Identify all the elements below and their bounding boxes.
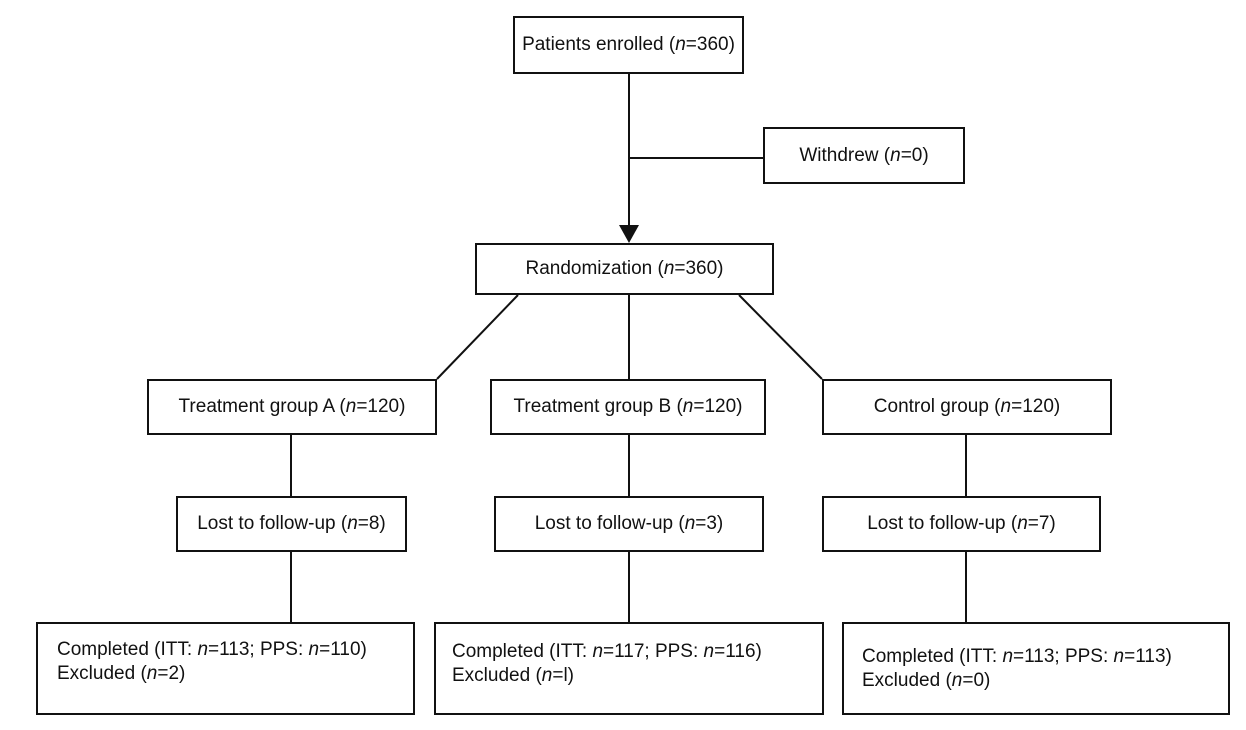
- n-symbol: n: [890, 144, 901, 166]
- excluded-control-count: =0): [962, 670, 991, 691]
- excluded-control-line: Excluded (n=0): [862, 669, 1228, 693]
- randomization-to-control-line: [738, 294, 823, 380]
- excluded-b-line: Excluded (n=l): [452, 664, 822, 688]
- randomization-count: =360): [674, 258, 724, 279]
- lost-control-box: Lost to follow-up (n=7): [822, 496, 1101, 552]
- excluded-b-label: Excluded (: [452, 665, 542, 686]
- lost-a-count: =8): [357, 513, 386, 534]
- lost-b-box: Lost to follow-up (n=3): [494, 496, 764, 552]
- randomization-label: Randomization (: [525, 258, 664, 279]
- n-symbol: n: [592, 641, 604, 662]
- enrolled-label: Patients enrolled (: [522, 34, 676, 55]
- completed-a-box: Completed (ITT: n=113; PPS: n=110) Exclu…: [36, 622, 415, 715]
- completed-control-line: Completed (ITT: n=113; PPS: n=113): [862, 645, 1228, 669]
- withdrew-label: Withdrew (: [799, 144, 891, 166]
- withdrew-count: =0): [900, 144, 929, 166]
- n-symbol: n: [703, 641, 715, 662]
- n-symbol: n: [675, 34, 686, 55]
- group-b-box: Treatment group B (n=120): [490, 379, 766, 435]
- randomization-box: Randomization (n=360): [475, 243, 774, 295]
- completed-control-pps: =113): [1124, 646, 1172, 667]
- lost-a-label: Lost to follow-up (: [197, 513, 348, 534]
- n-symbol: n: [1002, 646, 1014, 667]
- completed-control-label: Completed (ITT:: [862, 646, 1003, 667]
- group-b-count: =120): [693, 396, 743, 417]
- n-symbol: n: [197, 639, 209, 660]
- completed-control-itt: =113; PPS:: [1013, 646, 1114, 667]
- enrolled-count: =360): [685, 34, 735, 55]
- completed-b-pps: =116): [714, 641, 762, 662]
- n-symbol: n: [541, 665, 553, 686]
- completed-control-box: Completed (ITT: n=113; PPS: n=113) Exclu…: [842, 622, 1230, 715]
- arrow-down-icon: [619, 225, 639, 243]
- completed-a-label: Completed (ITT:: [57, 639, 198, 660]
- completed-b-label: Completed (ITT:: [452, 641, 593, 662]
- n-symbol: n: [663, 258, 675, 279]
- completed-a-line: Completed (ITT: n=113; PPS: n=110): [57, 638, 413, 662]
- control-group-count: =120): [1011, 396, 1061, 417]
- group-a-box: Treatment group A (n=120): [147, 379, 437, 435]
- group-a-count: =120): [356, 396, 406, 417]
- n-symbol: n: [1000, 396, 1012, 417]
- lost-control-label: Lost to follow-up (: [867, 513, 1018, 534]
- excluded-a-count: =2): [157, 663, 186, 684]
- completed-b-box: Completed (ITT: n=117; PPS: n=116) Exclu…: [434, 622, 824, 715]
- n-symbol: n: [146, 663, 158, 684]
- completed-a-pps: =110): [319, 639, 367, 660]
- lost-control-count: =7): [1027, 513, 1056, 534]
- lost-b-count: =3): [695, 513, 724, 534]
- completed-b-itt: =117; PPS:: [603, 641, 704, 662]
- group-a-label: Treatment group A (: [178, 396, 346, 417]
- n-symbol: n: [951, 670, 963, 691]
- completed-a-itt: =113; PPS:: [208, 639, 309, 660]
- enrolled-box: Patients enrolled (n=360): [513, 16, 744, 74]
- completed-b-line: Completed (ITT: n=117; PPS: n=116): [452, 640, 822, 664]
- control-group-box: Control group (n=120): [822, 379, 1112, 435]
- group-b-label: Treatment group B (: [513, 396, 683, 417]
- control-group-label: Control group (: [873, 396, 1001, 417]
- excluded-control-label: Excluded (: [862, 670, 952, 691]
- lost-a-box: Lost to follow-up (n=8): [176, 496, 407, 552]
- excluded-b-count: =l): [552, 665, 575, 686]
- n-symbol: n: [347, 513, 358, 534]
- withdrew-box: Withdrew (n=0): [763, 127, 965, 184]
- n-symbol: n: [682, 396, 694, 417]
- excluded-a-label: Excluded (: [57, 663, 147, 684]
- n-symbol: n: [1017, 513, 1028, 534]
- randomization-to-group-a-line: [436, 294, 519, 380]
- n-symbol: n: [684, 513, 696, 534]
- excluded-a-line: Excluded (n=2): [57, 662, 413, 686]
- n-symbol: n: [308, 639, 320, 660]
- lost-b-label: Lost to follow-up (: [534, 513, 685, 534]
- n-symbol: n: [345, 396, 357, 417]
- n-symbol: n: [1113, 646, 1125, 667]
